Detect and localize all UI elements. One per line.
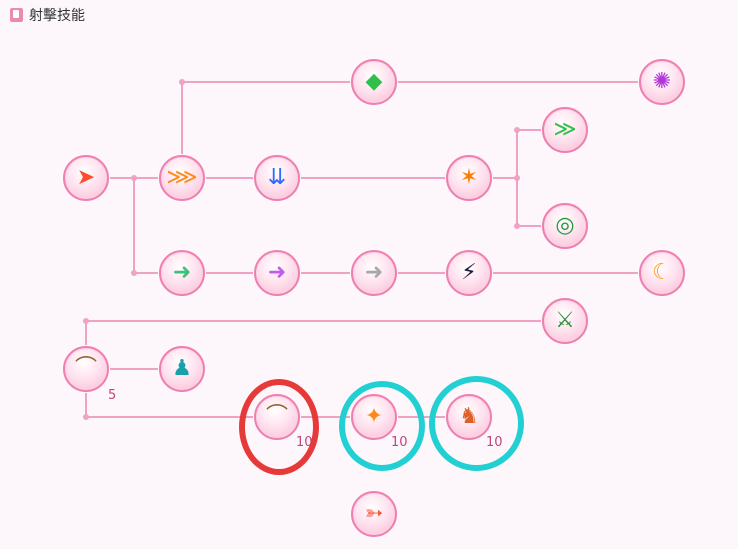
golden-swoosh-icon: ☾: [652, 260, 672, 285]
skill-node[interactable]: ◎: [542, 203, 588, 249]
skill-node[interactable]: ➜: [351, 250, 397, 296]
header: 射擊技能: [10, 5, 85, 25]
skill-level: 10: [486, 435, 503, 450]
skill-node[interactable]: ♟: [159, 346, 205, 392]
skill-node[interactable]: ➳: [351, 491, 397, 537]
skill-node[interactable]: ⌒: [63, 346, 109, 392]
junction-dot: [83, 414, 89, 420]
green-swirl-icon: ◎: [555, 213, 575, 238]
skill-level: 10: [296, 435, 313, 450]
dark-boots-icon: ⚡: [461, 260, 477, 285]
junction-dot: [179, 79, 185, 85]
junction-dot: [83, 318, 89, 324]
teal-figure-icon: ♟: [172, 356, 192, 381]
skill-node[interactable]: ⇊: [254, 155, 300, 201]
skill-node[interactable]: ➤: [63, 155, 109, 201]
purple-burst-icon: ✺: [652, 69, 672, 94]
skill-node[interactable]: ✺: [639, 59, 685, 105]
green-arrow-icon: ➜: [172, 260, 192, 285]
skill-node[interactable]: ⌒: [254, 394, 300, 440]
skill-node[interactable]: ≫: [542, 107, 588, 153]
green-wing-arrow-icon: ≫: [553, 117, 577, 142]
green-gem-icon: ◆: [365, 69, 383, 94]
orange-multi-arrow-icon: ⋙: [166, 165, 198, 190]
skill-level: 10: [391, 435, 408, 450]
bow-icon: ⌒: [74, 356, 97, 381]
skill-node[interactable]: ⚔: [542, 298, 588, 344]
skill-node[interactable]: ♞: [446, 394, 492, 440]
orange-flame-icon: ✦: [364, 404, 384, 429]
skill-level: 5: [108, 388, 117, 403]
skill-node[interactable]: ✶: [446, 155, 492, 201]
skill-node[interactable]: ☾: [639, 250, 685, 296]
skill-node[interactable]: ⋙: [159, 155, 205, 201]
skill-node[interactable]: ✦: [351, 394, 397, 440]
page-title: 射擊技能: [29, 8, 85, 24]
bow-sparkle-icon: ⌒: [265, 404, 288, 429]
junction-dot: [514, 223, 520, 229]
skill-node[interactable]: ➜: [254, 250, 300, 296]
skill-node[interactable]: ◆: [351, 59, 397, 105]
violet-arrow-icon: ➜: [267, 260, 287, 285]
junction-dot: [131, 175, 137, 181]
skill-node[interactable]: ➜: [159, 250, 205, 296]
fire-arrow-icon: ➳: [364, 501, 384, 526]
junction-dot: [514, 127, 520, 133]
orange-cross-arrow-icon: ✶: [459, 165, 479, 190]
junction-dot: [514, 175, 520, 181]
blue-double-arrow-icon: ⇊: [267, 165, 287, 190]
silver-arrow-icon: ➜: [364, 260, 384, 285]
archer-duo-icon: ♞: [459, 404, 479, 429]
skill-node[interactable]: ⚡: [446, 250, 492, 296]
junction-dot: [131, 270, 137, 276]
green-sword-icon: ⚔: [555, 308, 575, 333]
book-icon: [10, 8, 23, 22]
red-arrow-icon: ➤: [76, 165, 96, 190]
